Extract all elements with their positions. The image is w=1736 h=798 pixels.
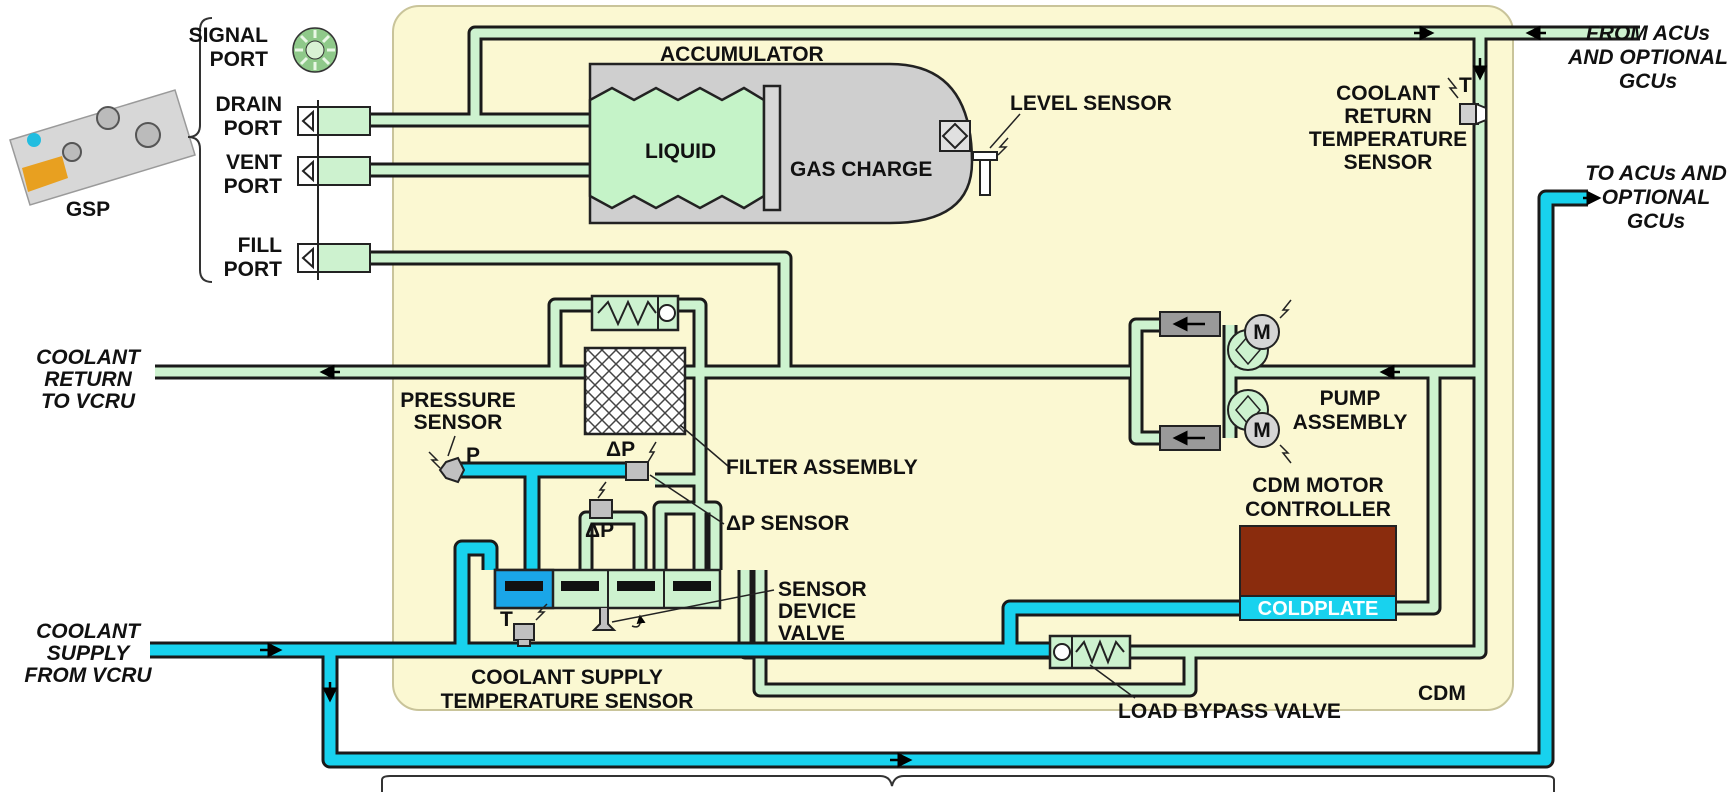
pressure-sensor-p: P [466,444,480,467]
drain-port-connector [298,107,370,135]
filter-element [585,348,685,434]
dp-sensor-label: ΔP SENSOR [726,512,849,535]
return-temp-sensor-t: T [1459,74,1472,97]
signal-port-connector [293,28,337,72]
cdm-motor-controller [1240,526,1396,596]
cdm-label: CDM [1418,682,1466,705]
dp-sensor-upper-symbol: ΔP [606,438,635,461]
bottom-brace [382,776,1554,792]
supply-temp-sensor-t: T [500,608,513,631]
load-bypass-valve [1050,636,1130,668]
gsp-panel-image [10,90,195,205]
load-bypass-valve-label: LOAD BYPASS VALVE [1118,700,1341,723]
level-sensor-label: LEVEL SENSOR [1010,92,1172,115]
liquid-label: LIQUID [645,140,716,163]
vent-port-connector [298,157,370,185]
dp-sensor-lower-symbol: ΔP [585,519,614,542]
fill-port-connector [298,244,370,272]
gsp-label: GSP [66,198,110,221]
pump-motor-m-bottom: M [1253,419,1271,442]
accumulator-label: ACCUMULATOR [660,43,824,66]
coldplate-label: COLDPLATE [1258,598,1379,620]
pump-motor-m-top: M [1253,321,1271,344]
gas-charge-label: GAS CHARGE [790,158,932,181]
filter-assembly-label: FILTER ASSEMBLY [726,456,918,479]
filter-bypass-valve [592,296,678,330]
